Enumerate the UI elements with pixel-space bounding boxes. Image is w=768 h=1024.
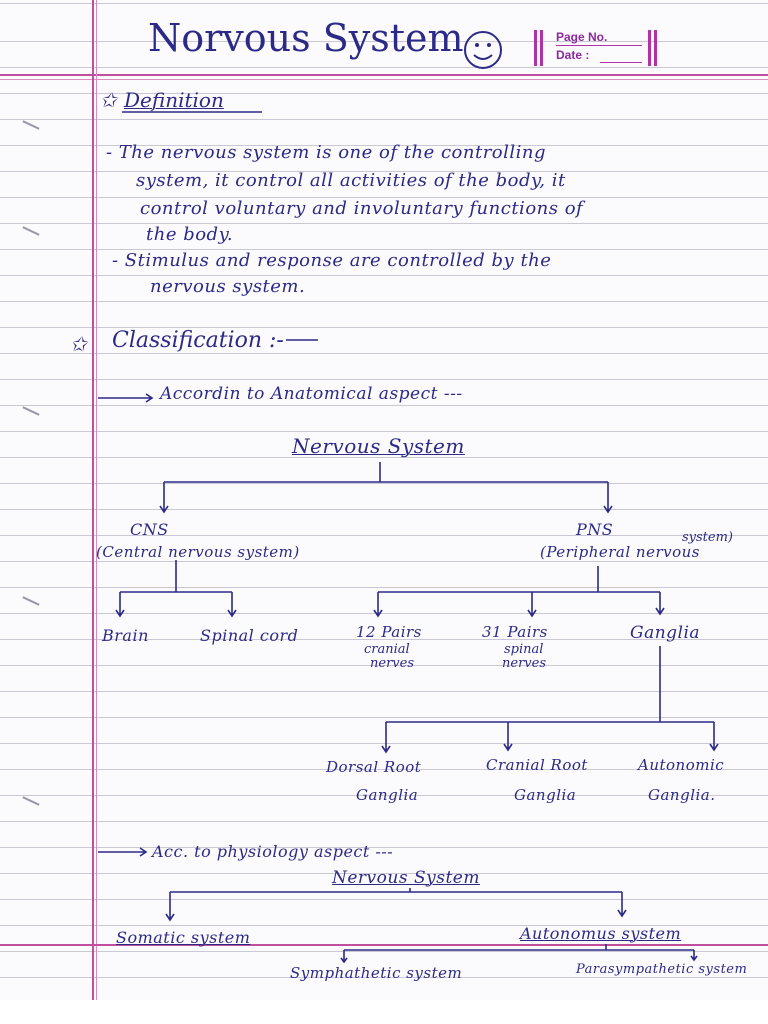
autonomic-node: Autonomus system [520, 924, 682, 943]
cns-full: (Central nervous system) [96, 543, 300, 561]
smiley-icon [464, 31, 502, 69]
connector [381, 722, 391, 754]
connector [227, 592, 237, 618]
ganglia-child: Dorsal Root [326, 758, 422, 776]
spinal-pairs-sub: nerves [502, 656, 546, 671]
connector [503, 722, 513, 752]
sympathetic-node: Symphathetic system [290, 964, 463, 982]
parasympathetic-node: Parasympathetic system [576, 962, 748, 977]
page-bottom-edge [0, 1000, 768, 1024]
page-no-label: Page No. [556, 30, 608, 44]
cranial-pairs-sub: nerves [370, 656, 414, 671]
ganglia-child: Ganglia. [648, 786, 716, 804]
top-margin-line-inner [0, 79, 768, 80]
notebook-page [0, 0, 768, 1000]
tree2-root: Nervous System [332, 868, 480, 888]
somatic-node: Somatic system [116, 928, 251, 947]
connector [690, 950, 698, 962]
left-margin-line [92, 0, 94, 1000]
definition-line: control voluntary and involuntary functi… [140, 198, 584, 219]
ganglia-child: Autonomic [638, 756, 725, 774]
pns-full-cont: system) [682, 530, 734, 545]
date-label: Date : [556, 48, 590, 62]
connector [165, 892, 175, 922]
anatomical-intro: Accordin to Anatomical aspect --- [160, 384, 463, 404]
connector [617, 892, 627, 918]
left-margin-line-inner [96, 0, 97, 1000]
physiology-intro: Acc. to physiology aspect --- [152, 842, 394, 861]
definition-line: system, it control all activities of the… [136, 170, 566, 191]
pns-full: (Peripheral nervous [540, 543, 701, 561]
cranial-pairs-node: 12 Pairs [356, 623, 422, 641]
definition-line: the body. [146, 224, 234, 245]
definition-line: - The nervous system is one of the contr… [106, 142, 547, 163]
brain-node: Brain [102, 626, 149, 645]
classification-heading: Classification :- [112, 328, 284, 353]
ganglia-child: Ganglia [356, 786, 419, 804]
definition-heading: Definition [124, 88, 224, 112]
connector [527, 592, 537, 618]
tree-root: Nervous System [292, 434, 465, 458]
definition-line: - Stimulus and response are controlled b… [112, 250, 552, 271]
definition-line: nervous system. [150, 276, 306, 297]
ganglia-node: Ganglia [630, 623, 701, 643]
connector [373, 592, 383, 618]
ganglia-child: Cranial Root [486, 756, 588, 774]
spinal-pairs-sub: spinal [504, 642, 544, 657]
connector [115, 592, 125, 618]
star-icon: ✩ [70, 332, 87, 356]
page-title: Norvous System [148, 16, 464, 60]
cranial-pairs-sub: cranial [364, 642, 410, 657]
connector [655, 592, 665, 616]
bottom-margin-line [0, 944, 768, 946]
pns-abbr: PNS [576, 520, 614, 539]
connector [709, 722, 719, 752]
arrow-icon [98, 393, 154, 403]
ganglia-child: Ganglia [514, 786, 577, 804]
connector [159, 482, 169, 514]
connector [603, 482, 613, 514]
cns-abbr: CNS [130, 520, 169, 539]
top-margin-line [0, 74, 768, 76]
spinal-cord-node: Spinal cord [200, 626, 299, 645]
connector [340, 950, 348, 964]
arrow-icon [98, 847, 148, 857]
spinal-pairs-node: 31 Pairs [482, 623, 548, 641]
star-icon: ✩ [100, 88, 117, 112]
